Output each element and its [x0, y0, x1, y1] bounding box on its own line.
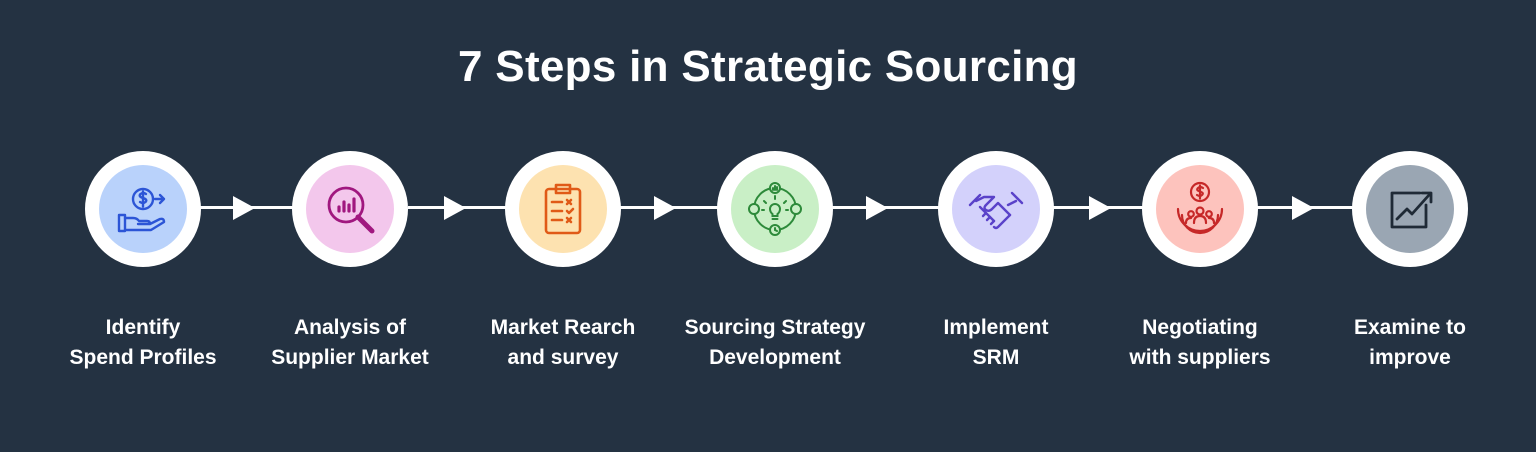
step-label: Identify Spend Profiles [69, 316, 217, 369]
arrow-right-icon [866, 196, 888, 220]
step-label: Market Rearch and survey [490, 316, 636, 369]
step-analysis-supplier-market [292, 151, 408, 267]
step-label: Examine to improve [1353, 316, 1467, 369]
clipboard-checklist-icon [544, 183, 582, 235]
step-identify-spend-profiles [85, 151, 201, 267]
arrow-right-icon [1292, 196, 1314, 220]
arrow-right-icon [1089, 196, 1111, 220]
lightbulb-cycle-icon [748, 182, 802, 236]
step-disc [952, 165, 1040, 253]
arrow-right-icon [233, 196, 255, 220]
step-sourcing-strategy-development [717, 151, 833, 267]
dollar-people-icon [1176, 181, 1224, 235]
step-examine-to-improve [1352, 151, 1468, 267]
step-negotiating-with-suppliers [1142, 151, 1258, 267]
handshake-icon [968, 191, 1024, 230]
step-disc [519, 165, 607, 253]
step-implement-srm [938, 151, 1054, 267]
step-market-research-survey [505, 151, 621, 267]
growth-chart-icon [1390, 191, 1433, 229]
step-label: Negotiating with suppliers [1129, 316, 1271, 369]
arrow-right-icon [654, 196, 676, 220]
magnifier-chart-icon [327, 186, 375, 234]
diagram-title: 7 Steps in Strategic Sourcing [458, 42, 1078, 91]
arrow-right-icon [444, 196, 466, 220]
step-disc [1366, 165, 1454, 253]
step-label: Implement SRM [943, 316, 1049, 369]
step-disc [731, 165, 819, 253]
step-label: Analysis of Supplier Market [271, 316, 429, 369]
hand-dollar-icon [117, 187, 166, 233]
step-disc [1156, 165, 1244, 253]
step-label: Sourcing Strategy Development [684, 316, 866, 369]
